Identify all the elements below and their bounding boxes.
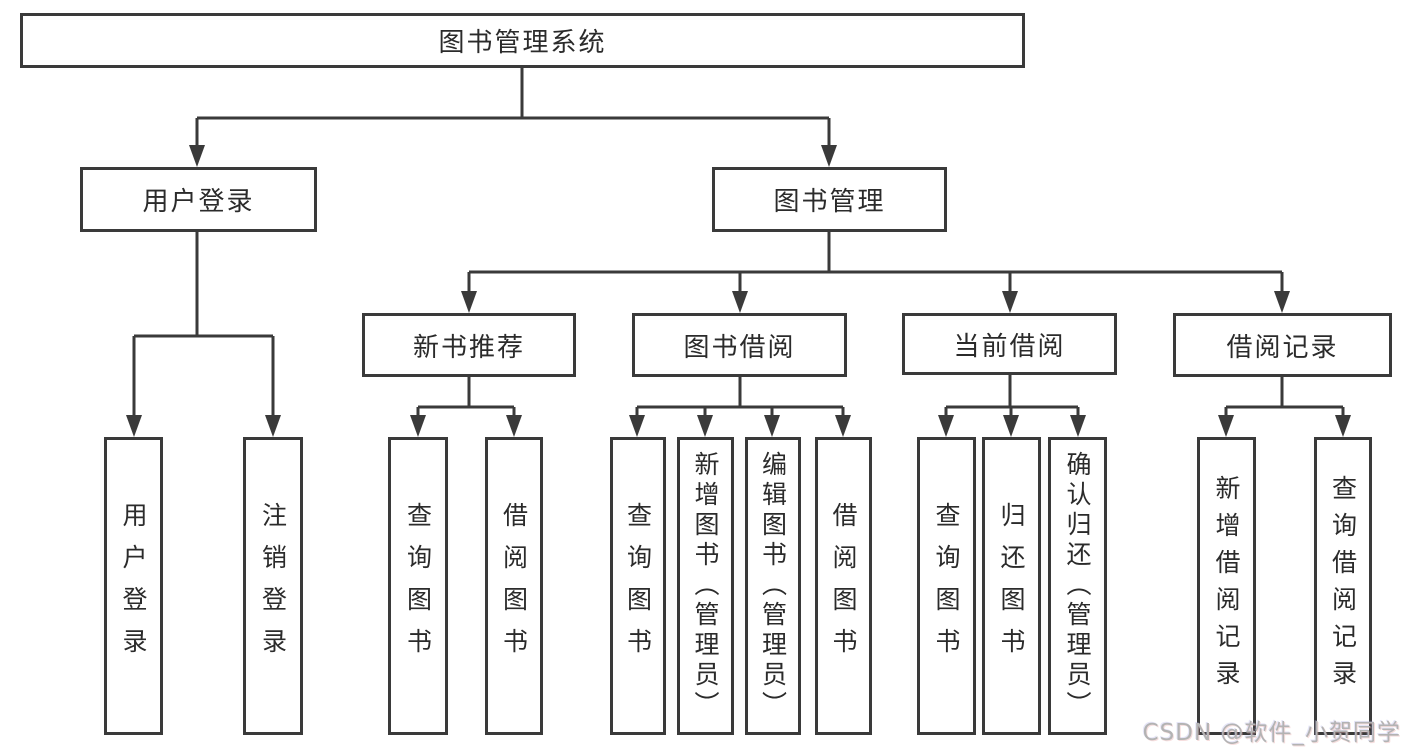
- leaf-return-books: 归还图书: [982, 437, 1041, 735]
- leaf-add-borrow-record: 新增借阅记录: [1197, 437, 1256, 735]
- leaf-query-books-1-label: 查询图书: [403, 502, 433, 670]
- leaf-edit-books-admin: 编辑图书（管理员）: [745, 437, 801, 735]
- node-user-login-label: 用户登录: [142, 187, 255, 217]
- leaf-add-books-admin: 新增图书（管理员）: [677, 437, 734, 735]
- node-book-management: 图书管理: [712, 167, 947, 232]
- leaf-borrow-books-1-label: 借阅图书: [499, 502, 529, 670]
- node-current-borrow: 当前借阅: [902, 313, 1117, 375]
- leaf-logout: 注销登录: [243, 437, 303, 735]
- node-current-borrow-label: 当前借阅: [953, 331, 1066, 362]
- leaf-query-borrow-record-label: 查询借阅记录: [1328, 475, 1358, 697]
- node-borrow-records: 借阅记录: [1173, 313, 1392, 377]
- leaf-query-books-2: 查询图书: [610, 437, 666, 735]
- leaf-query-books-3: 查询图书: [917, 437, 976, 735]
- leaf-query-books-3-label: 查询图书: [932, 502, 961, 670]
- node-book-borrow-label: 图书借阅: [683, 332, 796, 363]
- node-new-book-recommend: 新书推荐: [362, 313, 576, 377]
- node-root-label: 图书管理系统: [438, 28, 607, 58]
- leaf-add-borrow-record-label: 新增借阅记录: [1212, 475, 1241, 697]
- node-new-book-recommend-label: 新书推荐: [412, 332, 525, 363]
- leaf-borrow-books-1: 借阅图书: [485, 437, 543, 735]
- leaf-logout-label: 注销登录: [258, 502, 288, 670]
- node-root: 图书管理系统: [20, 13, 1025, 68]
- leaf-user-login: 用户登录: [104, 437, 163, 735]
- leaf-query-books-2-label: 查询图书: [623, 502, 653, 670]
- leaf-confirm-return-admin: 确认归还（管理员）: [1048, 437, 1107, 735]
- node-user-login: 用户登录: [80, 167, 317, 232]
- csdn-watermark: CSDN @软件_小贺同学: [1142, 720, 1401, 746]
- leaf-borrow-books-2-label: 借阅图书: [829, 502, 858, 670]
- node-book-borrow: 图书借阅: [632, 313, 847, 377]
- leaf-borrow-books-2: 借阅图书: [815, 437, 872, 735]
- node-borrow-records-label: 借阅记录: [1226, 332, 1339, 363]
- leaf-add-books-admin-label: 新增图书（管理员）: [691, 451, 720, 721]
- node-book-management-label: 图书管理: [773, 187, 886, 217]
- leaf-edit-books-admin-label: 编辑图书（管理员）: [758, 451, 788, 721]
- leaf-return-books-label: 归还图书: [997, 502, 1026, 670]
- leaf-query-books-1: 查询图书: [388, 437, 448, 735]
- arrowheads: [126, 145, 1351, 437]
- leaf-query-borrow-record: 查询借阅记录: [1314, 437, 1372, 735]
- leaf-confirm-return-admin-label: 确认归还（管理员）: [1063, 451, 1092, 721]
- leaf-user-login-label: 用户登录: [119, 502, 148, 670]
